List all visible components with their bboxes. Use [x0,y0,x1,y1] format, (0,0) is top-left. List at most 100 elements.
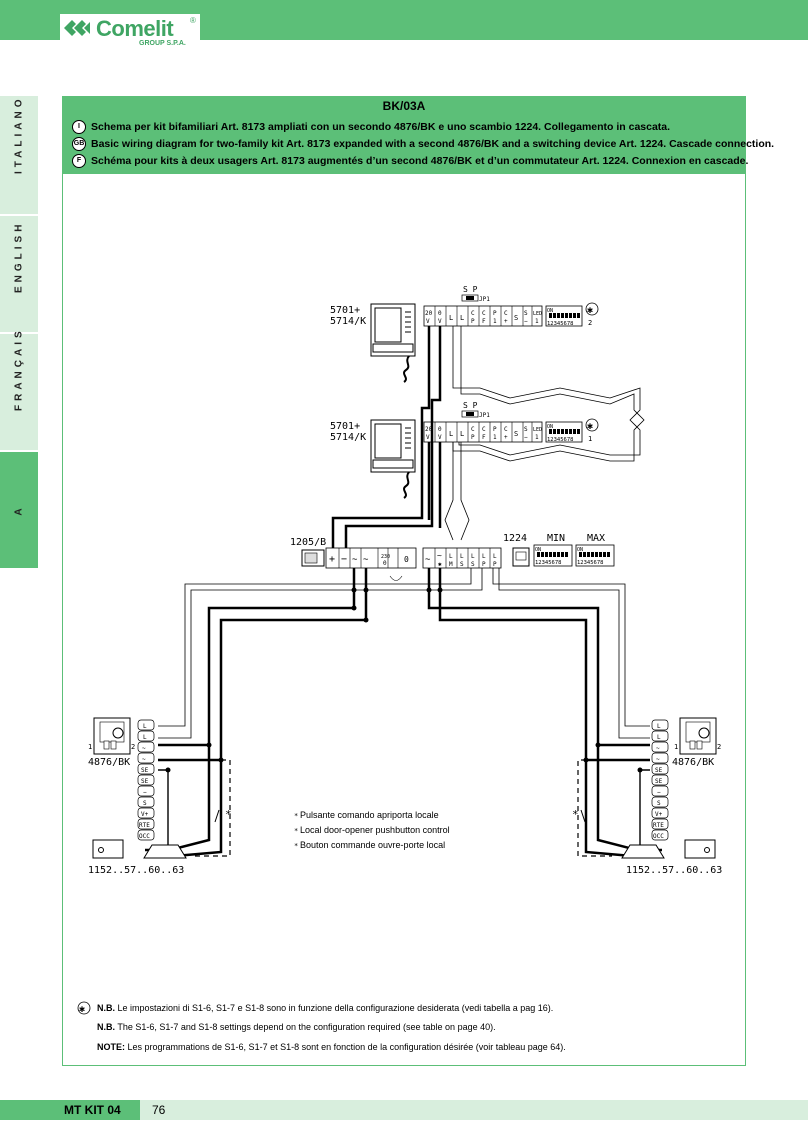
psu-label: 1205/B [290,537,326,548]
panel-left-btn-1: 1 [88,743,92,751]
svg-text:C: C [482,426,486,433]
svg-text:0: 0 [383,560,387,567]
svg-text:−: − [524,434,528,441]
monitor-top-label-b: 5714/K [330,316,366,327]
svg-text:−: − [341,554,347,565]
brand-name: Comelit [96,16,174,41]
switcher-max-label: MAX [587,533,605,544]
badge-fr: F [72,154,86,168]
svg-text:F: F [482,318,486,325]
svg-text:P: P [493,561,497,568]
svg-text:S: S [514,314,518,322]
svg-text:OCC: OCC [139,833,150,840]
svg-text:0: 0 [438,310,442,317]
header-band [62,96,746,174]
note-star-icon [77,1001,91,1015]
svg-text:S: S [657,800,661,807]
panel-right-label: 4876/BK [672,757,714,768]
tab-english[interactable]: ENGLISH [0,216,38,334]
panel-right-btn-2: 2 [717,743,721,751]
switcher-1224: 1224 MIN MAX ON 12345678 ON 12345678 [503,533,615,567]
svg-text:P: P [471,434,475,441]
legend-fr: Bouton commande ouvre-porte local [300,840,445,850]
dip-bottom-star: ✱ [587,421,593,432]
svg-text:M: M [449,561,453,568]
jumper-top-label: S P [463,285,478,294]
note-gb-text: The S1-6, S1-7 and S1-8 settings depend … [115,1022,496,1032]
svg-text:✱: ✱ [437,561,442,568]
svg-text:P: P [493,310,497,317]
svg-text:~: ~ [352,555,358,565]
dip-min-numbers: 12345678 [535,560,562,566]
panel-left-label: 4876/BK [88,757,130,768]
svg-text:~: ~ [425,555,431,565]
svg-text:~: ~ [363,555,369,565]
svg-text:RTE: RTE [653,822,664,829]
comelit-logo-icon [64,20,90,36]
svg-text:L: L [460,314,464,322]
svg-text:*: * [294,827,298,835]
svg-text:SE: SE [655,778,663,785]
svg-text:C: C [471,426,475,433]
svg-text:−: − [524,318,528,325]
note-it-text: Le impostazioni di S1-6, S1-7 e S1-8 son… [115,1003,554,1013]
switcher-label: 1224 [503,533,527,544]
svg-text:230: 230 [381,554,390,560]
tab-francais[interactable]: FRANÇAIS [0,327,38,452]
badge-gb: GB [72,137,86,151]
svg-text:V: V [426,434,430,441]
svg-text:SE: SE [655,767,663,774]
svg-text:L: L [493,553,497,560]
svg-text:20: 20 [425,310,433,317]
svg-text:V+: V+ [655,811,663,818]
svg-text:LED: LED [533,311,542,317]
monitor-bottom-label-a: 5701+ [330,421,360,432]
tab-italiano[interactable]: ITALIANO [0,96,38,216]
brand-registered: ® [190,16,196,25]
note-gb: N.B. The S1-6, S1-7 and S1-8 settings de… [97,1022,496,1032]
svg-text:20: 20 [425,426,433,433]
svg-text:S: S [514,430,518,438]
svg-text:~: ~ [142,745,146,752]
note-star: ✱ [79,1004,85,1015]
svg-text:*: * [294,842,298,850]
svg-text:1: 1 [493,434,497,441]
tab-a[interactable]: A [0,452,38,570]
svg-text:SE: SE [141,767,149,774]
svg-text:L: L [449,314,453,322]
lock-right: 1152..57..60..63 [621,839,722,876]
diagram-code: BK/03A [382,99,426,113]
monitor-bottom: 5701+ 5714/K [330,419,416,499]
svg-text:F: F [482,434,486,441]
legend-gb: Local door-opener pushbutton control [300,825,450,835]
svg-text:OCC: OCC [653,833,664,840]
panel-left-btn-2: 2 [131,743,135,751]
page-number: 76 [152,1103,166,1117]
junction-dots [165,587,643,773]
note-fr: NOTE: Les programmations de S1-6, S1-7 e… [97,1042,566,1052]
svg-text:L: L [482,553,486,560]
note-fr-text: Les programmations de S1-6, S1-7 et S1-8… [125,1042,566,1052]
footer-bar [0,1100,808,1120]
svg-text:+: + [329,554,335,565]
svg-text:+: + [504,434,508,441]
svg-text:~: ~ [656,756,660,763]
svg-text:L: L [460,430,464,438]
lock-right-label: 1152..57..60..63 [626,865,722,876]
svg-text:P: P [493,426,497,433]
note-fr-prefix: NOTE: [97,1042,125,1052]
svg-text:+: + [504,318,508,325]
svg-text:P: P [482,561,486,568]
svg-text:1: 1 [535,434,539,441]
monitor-top-label-a: 5701+ [330,305,360,316]
jumper-bottom-label: S P [463,401,478,410]
bus-loop [444,326,645,541]
svg-text:L: L [460,553,464,560]
svg-text:L: L [143,723,147,730]
